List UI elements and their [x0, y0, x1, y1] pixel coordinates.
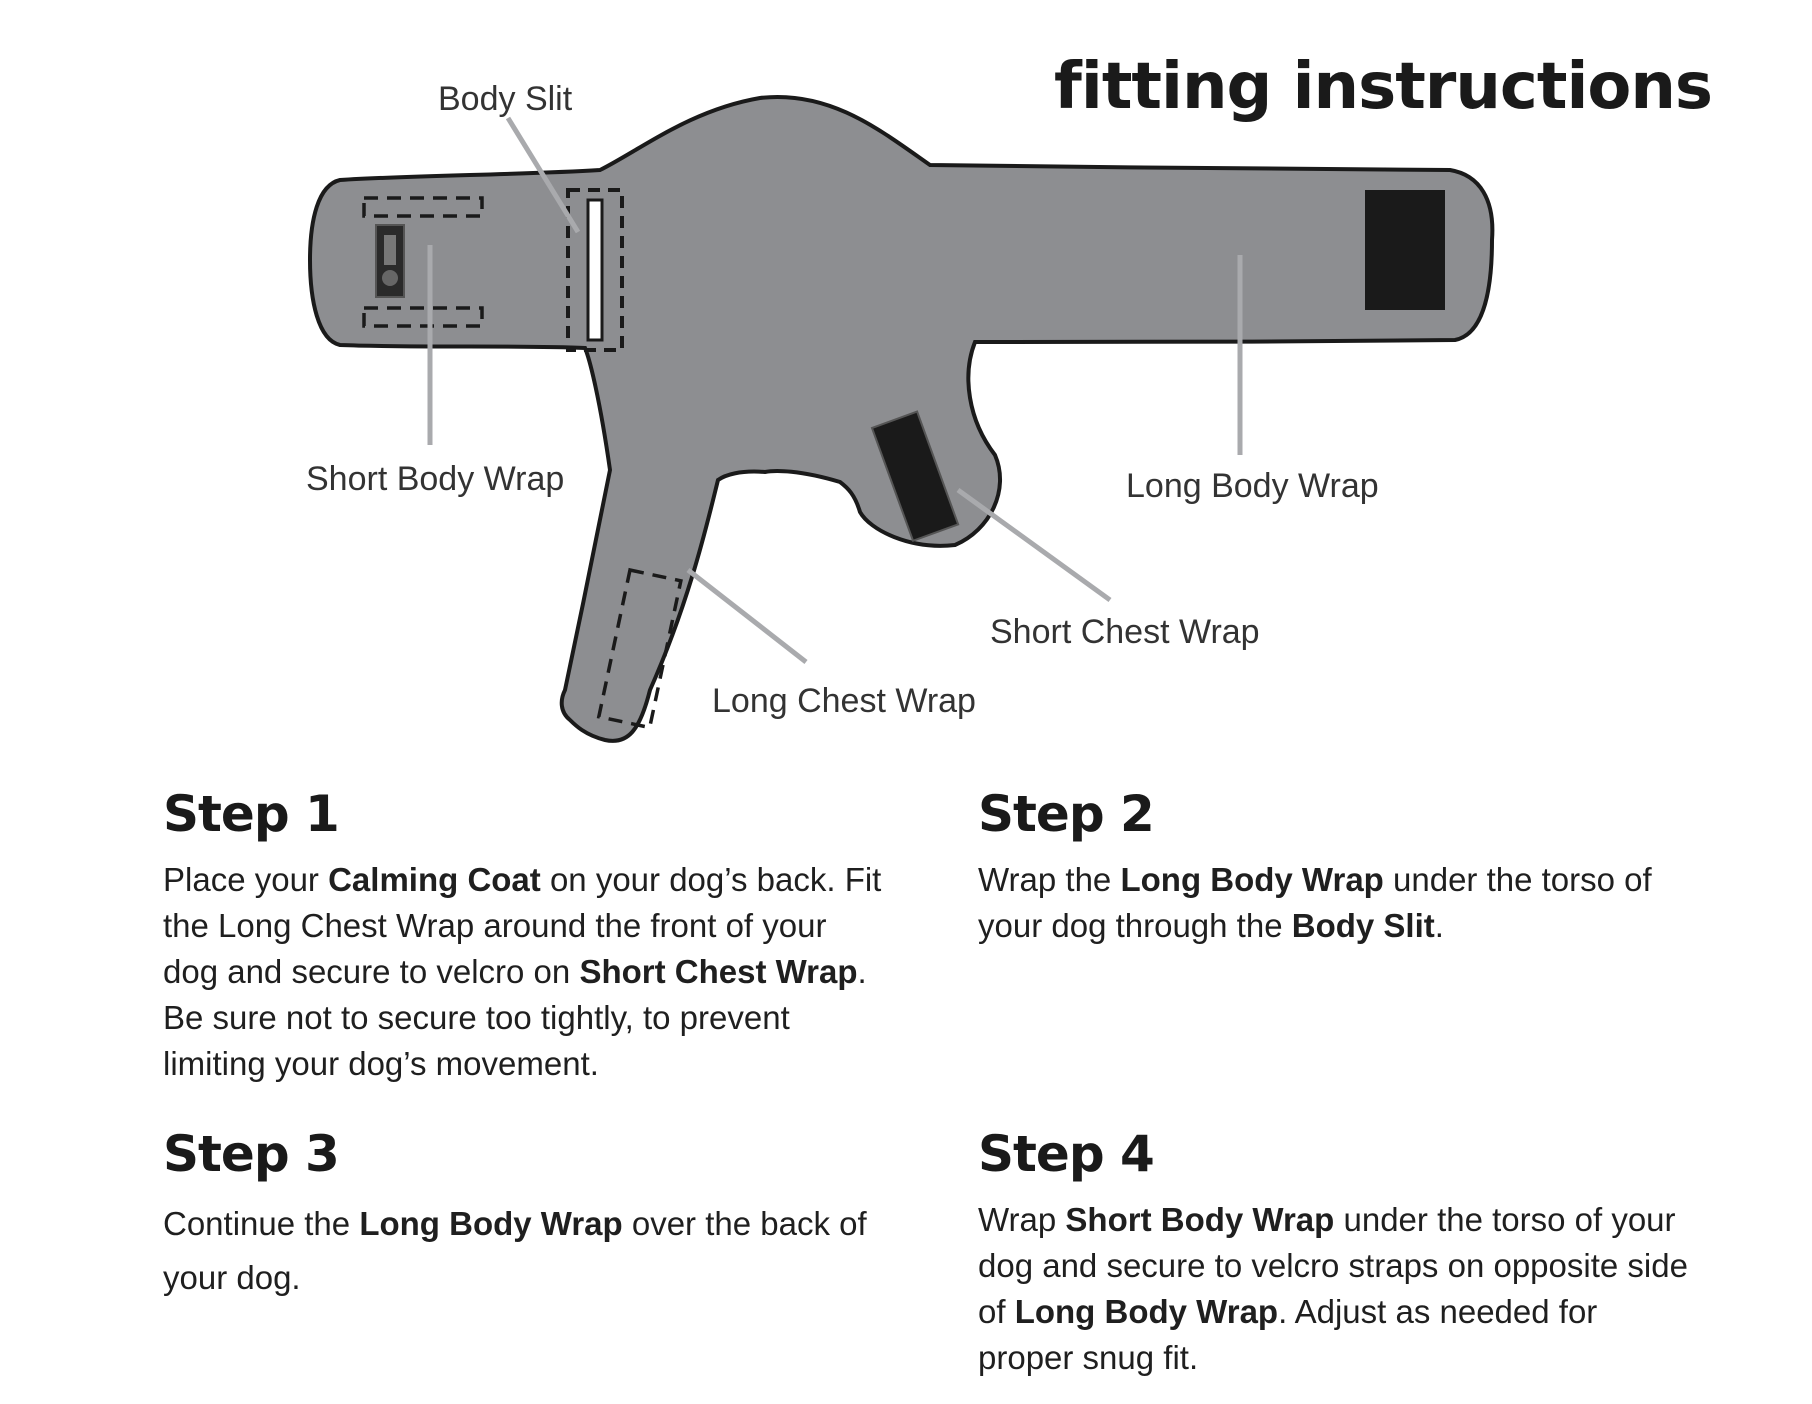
- body-slit-outline: [566, 188, 624, 352]
- leader-long-chest-wrap: [686, 568, 808, 664]
- long-chest-wrap-velcro: [596, 567, 683, 730]
- leader-short-chest-wrap: [956, 487, 1112, 603]
- step-text-run: on your dog’s back. Fit the Long Chest W…: [163, 861, 882, 990]
- label-long-body-wrap: Long Body Wrap: [1126, 467, 1379, 505]
- short-chest-wrap-velcro: [870, 410, 960, 543]
- body-slit-opening: [586, 198, 604, 342]
- step-heading: Step 1: [163, 785, 340, 843]
- step-text-run: Continue the: [163, 1205, 360, 1242]
- step-text-run: under the torso of your dog through the: [978, 861, 1652, 944]
- step-1: Step 1 Place your Calming Coat on your d…: [163, 785, 883, 1087]
- step-text: Wrap Short Body Wrap under the torso of …: [978, 1197, 1698, 1381]
- label-body-slit: Body Slit: [438, 80, 573, 118]
- step-text-bold: Long Body Wrap: [359, 1205, 623, 1242]
- step-text-bold: Calming Coat: [328, 861, 541, 898]
- step-text-bold: Short Body Wrap: [1065, 1201, 1335, 1238]
- step-text-run: over the back of your dog.: [163, 1205, 867, 1296]
- short-body-wrap-velcro-bottom: [362, 306, 484, 328]
- step-text-run: . Be sure not to secure too tightly, to …: [163, 953, 867, 1082]
- step-heading: Step 3: [163, 1125, 340, 1183]
- step-text-run: Wrap: [978, 1201, 1066, 1238]
- step-3: Step 3 Continue the Long Body Wrap over …: [163, 1125, 883, 1305]
- label-short-body-wrap: Short Body Wrap: [306, 460, 564, 498]
- step-text-bold: Long Body Wrap: [1014, 1293, 1279, 1330]
- step-text: Place your Calming Coat on your dog’s ba…: [163, 857, 883, 1087]
- label-short-chest-wrap: Short Chest Wrap: [990, 613, 1260, 651]
- step-text-bold: Short Chest Wrap: [579, 953, 858, 990]
- step-text-bold: Long Body Wrap: [1120, 861, 1384, 898]
- step-heading: Step 2: [978, 785, 1155, 843]
- step-text: Wrap the Long Body Wrap under the torso …: [978, 857, 1698, 949]
- step-text-bold: Body Slit: [1291, 907, 1435, 944]
- step-heading: Step 4: [978, 1125, 1155, 1183]
- leader-body-slit: [505, 116, 581, 234]
- coat-diagram: Body Slit Short Body Wrap Long Body Wrap…: [306, 80, 1495, 743]
- step-text: Continue the Long Body Wrap over the bac…: [163, 1197, 883, 1305]
- page-title: fitting instructions: [1054, 50, 1713, 124]
- step-text-run: Place your: [163, 861, 329, 898]
- short-body-wrap-velcro-top: [362, 196, 484, 218]
- step-text-run: .: [1434, 907, 1444, 944]
- step-text-run: Wrap the: [978, 861, 1121, 898]
- step-4: Step 4 Wrap Short Body Wrap under the to…: [978, 1125, 1698, 1381]
- step-text-run: . Adjust as needed for proper snug fit.: [978, 1293, 1598, 1376]
- step-2: Step 2 Wrap the Long Body Wrap under the…: [978, 785, 1698, 949]
- step-text-run: under the torso of your dog and secure t…: [978, 1201, 1688, 1330]
- label-long-chest-wrap: Long Chest Wrap: [712, 682, 976, 720]
- long-body-wrap-velcro: [1365, 190, 1445, 310]
